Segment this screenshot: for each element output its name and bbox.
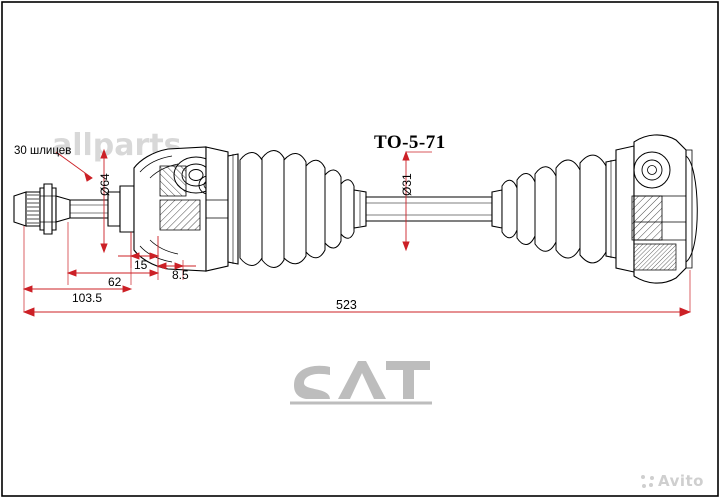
diameter-31-label: Ø31 — [400, 173, 414, 196]
avito-dots-icon — [641, 474, 655, 488]
avito-watermark-text: Avito — [658, 472, 704, 490]
avito-watermark: Avito — [641, 472, 704, 490]
part-number-label: TO-5-71 — [374, 132, 446, 153]
length-103-5-label: 103.5 — [72, 291, 103, 305]
overall-length-label: 523 — [336, 298, 357, 312]
sat-logo-watermark — [290, 361, 432, 405]
dimension-lines — [22, 148, 692, 317]
length-8-5-label: 8.5 — [172, 268, 189, 282]
diameter-64-label: Ø64 — [98, 173, 112, 196]
length-15-label: 15 — [134, 258, 148, 272]
length-62-label: 62 — [108, 275, 122, 289]
shaft-geometry — [13, 134, 698, 284]
splines-label: 30 шлицев — [14, 145, 72, 157]
